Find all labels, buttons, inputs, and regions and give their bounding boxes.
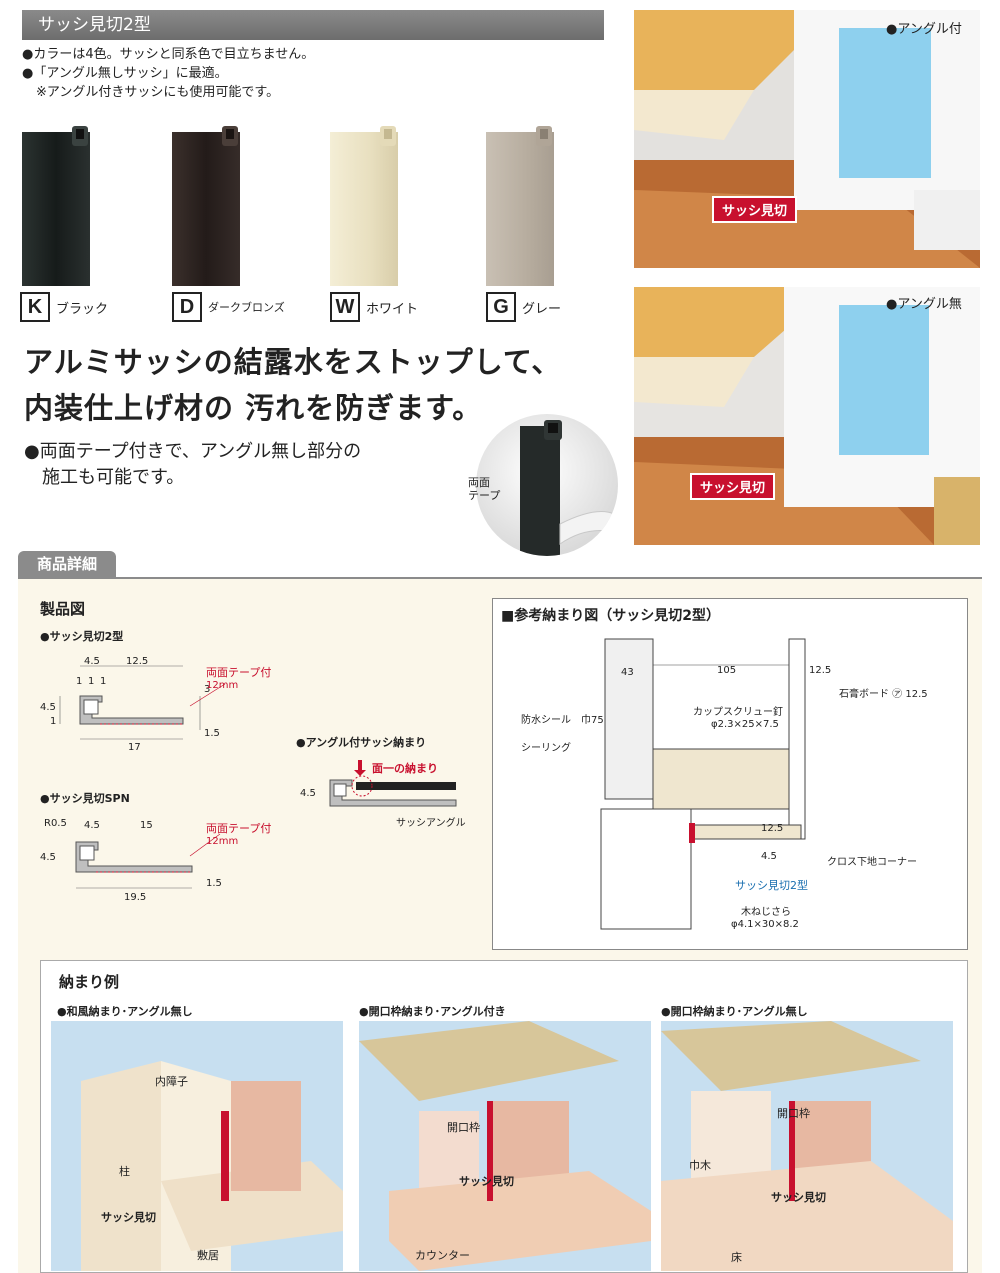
dim-value: 4.5: [84, 656, 100, 667]
color-name: ブラック: [56, 301, 109, 317]
headline-line1: アルミサッシの結露水をストップして、: [24, 345, 562, 379]
color-code: W: [330, 292, 360, 322]
label-threshold: 敷居: [197, 1249, 219, 1262]
subline-2: 施工も可能です。: [42, 467, 185, 488]
tape-note: 両面テープ付: [206, 822, 272, 835]
section-tab-details: 商品詳細: [18, 551, 116, 577]
dim-value: 1: [100, 676, 107, 687]
screw-label: カップスクリュー釘: [693, 707, 783, 718]
dim-value: 4.5: [40, 702, 56, 713]
color-code: K: [20, 292, 50, 322]
dim-value: 19.5: [124, 892, 147, 903]
swatch-black: [22, 126, 90, 286]
dim-value: 4.5: [300, 788, 316, 799]
swatch-white: [330, 126, 398, 286]
dim-value: 12.5: [126, 656, 149, 667]
callout-sash-mikiri: サッシ見切: [690, 473, 776, 500]
photo-angle-without: ●アングル無 サッシ見切: [634, 287, 980, 545]
label-baseboard: 巾木: [689, 1159, 711, 1172]
dim-value: 1: [50, 716, 57, 727]
product-title: サッシ見切2型: [22, 10, 604, 40]
angle-fit-drawing: 面一の納まり 4.5 サッシアングル: [296, 756, 476, 829]
dim-value: 3: [204, 684, 211, 695]
dim-value: 4.5: [84, 820, 100, 831]
sealing-label: シーリング: [521, 743, 571, 754]
angle-fit-label: ●アングル付サッシ納まり: [296, 736, 427, 749]
spn-drawing: R0.5 4.5 15 4.5 1.5 19.5 両面テープ付 12mm: [40, 812, 290, 912]
example-title-2: ●開口枠納まり･アングル付き: [359, 1005, 506, 1018]
dim-value: 1.5: [206, 878, 222, 889]
color-label-g: G グレー: [486, 292, 561, 322]
bullet-note: ※アングル付きサッシにも使用可能です。: [36, 85, 280, 100]
label-sash-mikiri: サッシ見切: [771, 1191, 826, 1204]
tape-width: 12mm: [206, 680, 239, 691]
wood-screw-spec: φ4.1×30×8.2: [731, 919, 799, 930]
label-counter: カウンター: [415, 1249, 470, 1262]
dim-value: 105: [717, 665, 737, 676]
example-title-1: ●和風納まり･アングル無し: [57, 1005, 193, 1018]
example-image-3: 開口枠 巾木 サッシ見切 床: [661, 1021, 953, 1271]
type2-drawing: 4.5 12.5 1 1 1 4.5 1 3 1.5 17 両面テープ付 12m…: [40, 654, 300, 764]
tape-label: 両面 テープ: [468, 476, 501, 502]
reference-heading: ■参考納まり図（サッシ見切2型）: [501, 608, 720, 624]
color-label-k: K ブラック: [20, 292, 108, 322]
product-drawing-heading: 製品図: [40, 600, 86, 618]
swatch-dark-bronze: [172, 126, 240, 286]
headline-line2: 内装仕上げ材の 汚れを防ぎます。: [24, 391, 483, 425]
color-label-d: D ダークブロンズ: [172, 292, 285, 322]
example-image-1: 内障子 柱 サッシ見切 敷居: [51, 1021, 343, 1271]
examples-box: 納まり例 ●和風納まり･アングル無し ●開口枠納まり･アングル付き ●開口枠納ま…: [40, 960, 968, 1273]
dim-value: 1.5: [204, 728, 220, 739]
tape-width: 12mm: [206, 836, 239, 847]
label-opening-frame: 開口枠: [777, 1107, 810, 1120]
screw-spec: φ2.3×25×7.5: [711, 719, 779, 730]
type2-label: ●サッシ見切2型: [40, 630, 124, 643]
example-image-2: 開口枠 サッシ見切 カウンター: [359, 1021, 651, 1271]
color-name: ホワイト: [366, 301, 419, 317]
waterproof-label: 防水シール 巾75: [521, 715, 604, 726]
label-opening-frame: 開口枠: [447, 1121, 480, 1134]
label-sash-mikiri: サッシ見切: [101, 1211, 156, 1224]
dim-value: 4.5: [761, 851, 777, 862]
examples-heading: 納まり例: [59, 973, 120, 991]
bullet-angle-free: ●「アングル無しサッシ」に最適。: [22, 66, 228, 81]
color-code: G: [486, 292, 516, 322]
label-pillar: 柱: [119, 1165, 130, 1178]
dim-value: 43: [621, 667, 634, 678]
dim-value: 12.5: [761, 823, 784, 834]
tape-note: 両面テープ付: [206, 666, 272, 679]
dim-value: R0.5: [44, 818, 67, 829]
cloth-corner-label: クロス下地コーナー: [827, 857, 917, 868]
tape-closeup-photo: [476, 414, 618, 556]
dim-value: 15: [140, 820, 153, 831]
reference-drawing-box: ■参考納まり図（サッシ見切2型） 43 105 12.5 12.5 4.5 防水…: [492, 598, 968, 950]
dim-value: 4.5: [40, 852, 56, 863]
dim-value: 1: [88, 676, 95, 687]
label-sash-mikiri: サッシ見切: [459, 1175, 514, 1188]
bullet-colors: ●カラーは4色。サッシと同系色で目立ちません。: [22, 47, 315, 62]
swatch-gray: [486, 126, 554, 286]
color-label-w: W ホワイト: [330, 292, 418, 322]
angle-with-label: ●アングル付: [886, 22, 962, 37]
dim-value: 17: [128, 742, 141, 753]
example-title-3: ●開口枠納まり･アングル無し: [661, 1005, 808, 1018]
wood-screw-label: 木ねじさら: [741, 907, 791, 918]
flush-note: 面一の納まり: [372, 762, 438, 775]
subline-1: ●両面テープ付きで、アングル無し部分の: [24, 441, 362, 462]
label-inner-shoji: 内障子: [155, 1075, 188, 1088]
label-floor: 床: [731, 1251, 742, 1264]
product-label: サッシ見切2型: [735, 879, 808, 892]
callout-sash-mikiri: サッシ見切: [712, 196, 798, 223]
angle-without-label: ●アングル無: [886, 297, 962, 312]
color-name: グレー: [522, 301, 562, 317]
photo-angle-with: ●アングル付 サッシ見切: [634, 10, 980, 268]
color-name: ダークブロンズ: [208, 301, 285, 314]
sash-angle-label: サッシアングル: [396, 818, 466, 829]
dim-value: 12.5: [809, 665, 832, 676]
color-code: D: [172, 292, 202, 322]
dim-value: 1: [76, 676, 83, 687]
spn-label: ●サッシ見切SPN: [40, 792, 130, 805]
board-label: 石膏ボード ㋐ 12.5: [839, 689, 928, 700]
